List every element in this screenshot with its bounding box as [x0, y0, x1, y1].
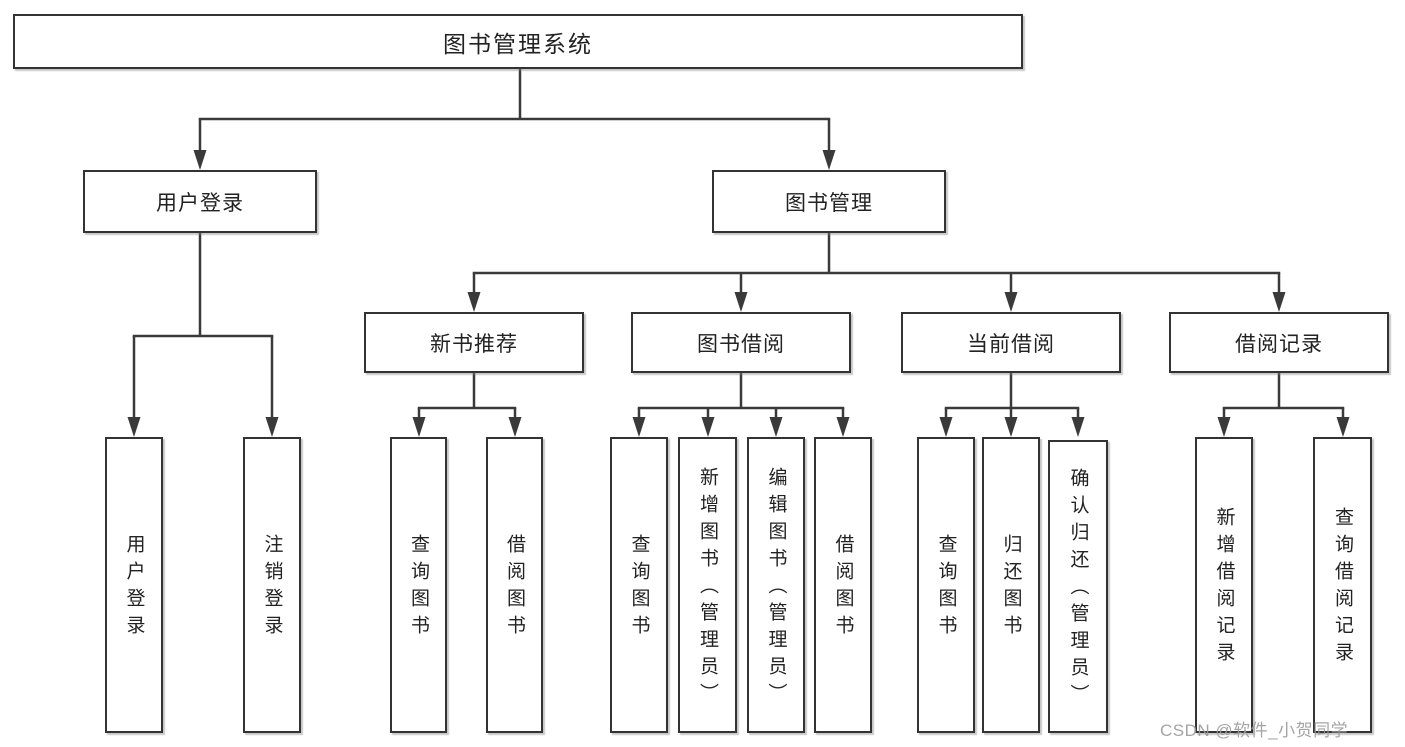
leaf-label: 确认归还（管理员） — [1067, 468, 1089, 711]
leaf-label: 新增图书（管理员） — [697, 466, 718, 710]
leaf-label: 查询图书 — [408, 534, 429, 642]
leaf-query-books-current: 查询图书 — [917, 437, 975, 733]
node-book-management: 图书管理 — [712, 170, 946, 233]
leaf-logout-label: 注销登录 — [261, 534, 283, 642]
leaf-label: 借阅图书 — [832, 534, 854, 642]
leaf-confirm-return-admin: 确认归还（管理员） — [1048, 440, 1108, 733]
node-new-book-recommend-label: 新书推荐 — [430, 332, 518, 356]
node-book-borrowing-label: 图书借阅 — [697, 332, 785, 356]
leaf-label: 查询借阅记录 — [1332, 507, 1353, 669]
leaf-label: 借阅图书 — [504, 534, 525, 642]
node-book-borrowing: 图书借阅 — [631, 312, 851, 373]
node-user-login-label: 用户登录 — [156, 191, 244, 215]
node-root: 图书管理系统 — [13, 14, 1023, 69]
leaf-query-books-recommend: 查询图书 — [390, 437, 447, 733]
node-borrowing-records-label: 借阅记录 — [1235, 332, 1323, 356]
leaf-edit-books-admin: 编辑图书（管理员） — [747, 437, 805, 733]
leaf-query-books-borrowing: 查询图书 — [610, 437, 668, 733]
leaf-user-login-label: 用户登录 — [123, 534, 145, 642]
leaf-add-borrow-record: 新增借阅记录 — [1195, 437, 1253, 733]
node-root-label: 图书管理系统 — [443, 30, 593, 57]
csdn-watermark: CSDN @软件_小贺同学 — [1160, 721, 1349, 740]
leaf-user-login: 用户登录 — [105, 437, 163, 733]
leaf-label: 新增借阅记录 — [1213, 507, 1235, 669]
leaf-logout: 注销登录 — [243, 437, 301, 733]
node-user-login: 用户登录 — [83, 170, 317, 233]
leaf-label: 编辑图书（管理员） — [765, 466, 787, 710]
node-new-book-recommend: 新书推荐 — [364, 312, 584, 373]
leaf-return-books: 归还图书 — [982, 437, 1040, 733]
leaf-label: 归还图书 — [1000, 534, 1022, 642]
leaf-borrow-books: 借阅图书 — [814, 437, 872, 733]
leaf-label: 查询图书 — [628, 534, 650, 642]
leaf-label: 查询图书 — [935, 534, 957, 642]
node-current-borrowing: 当前借阅 — [901, 312, 1121, 373]
node-book-management-label: 图书管理 — [785, 191, 873, 215]
leaf-borrow-books-recommend: 借阅图书 — [486, 437, 543, 733]
node-current-borrowing-label: 当前借阅 — [967, 332, 1055, 356]
node-borrowing-records: 借阅记录 — [1169, 312, 1389, 373]
leaf-add-books-admin: 新增图书（管理员） — [678, 437, 737, 733]
leaf-query-borrow-record: 查询借阅记录 — [1313, 437, 1372, 733]
